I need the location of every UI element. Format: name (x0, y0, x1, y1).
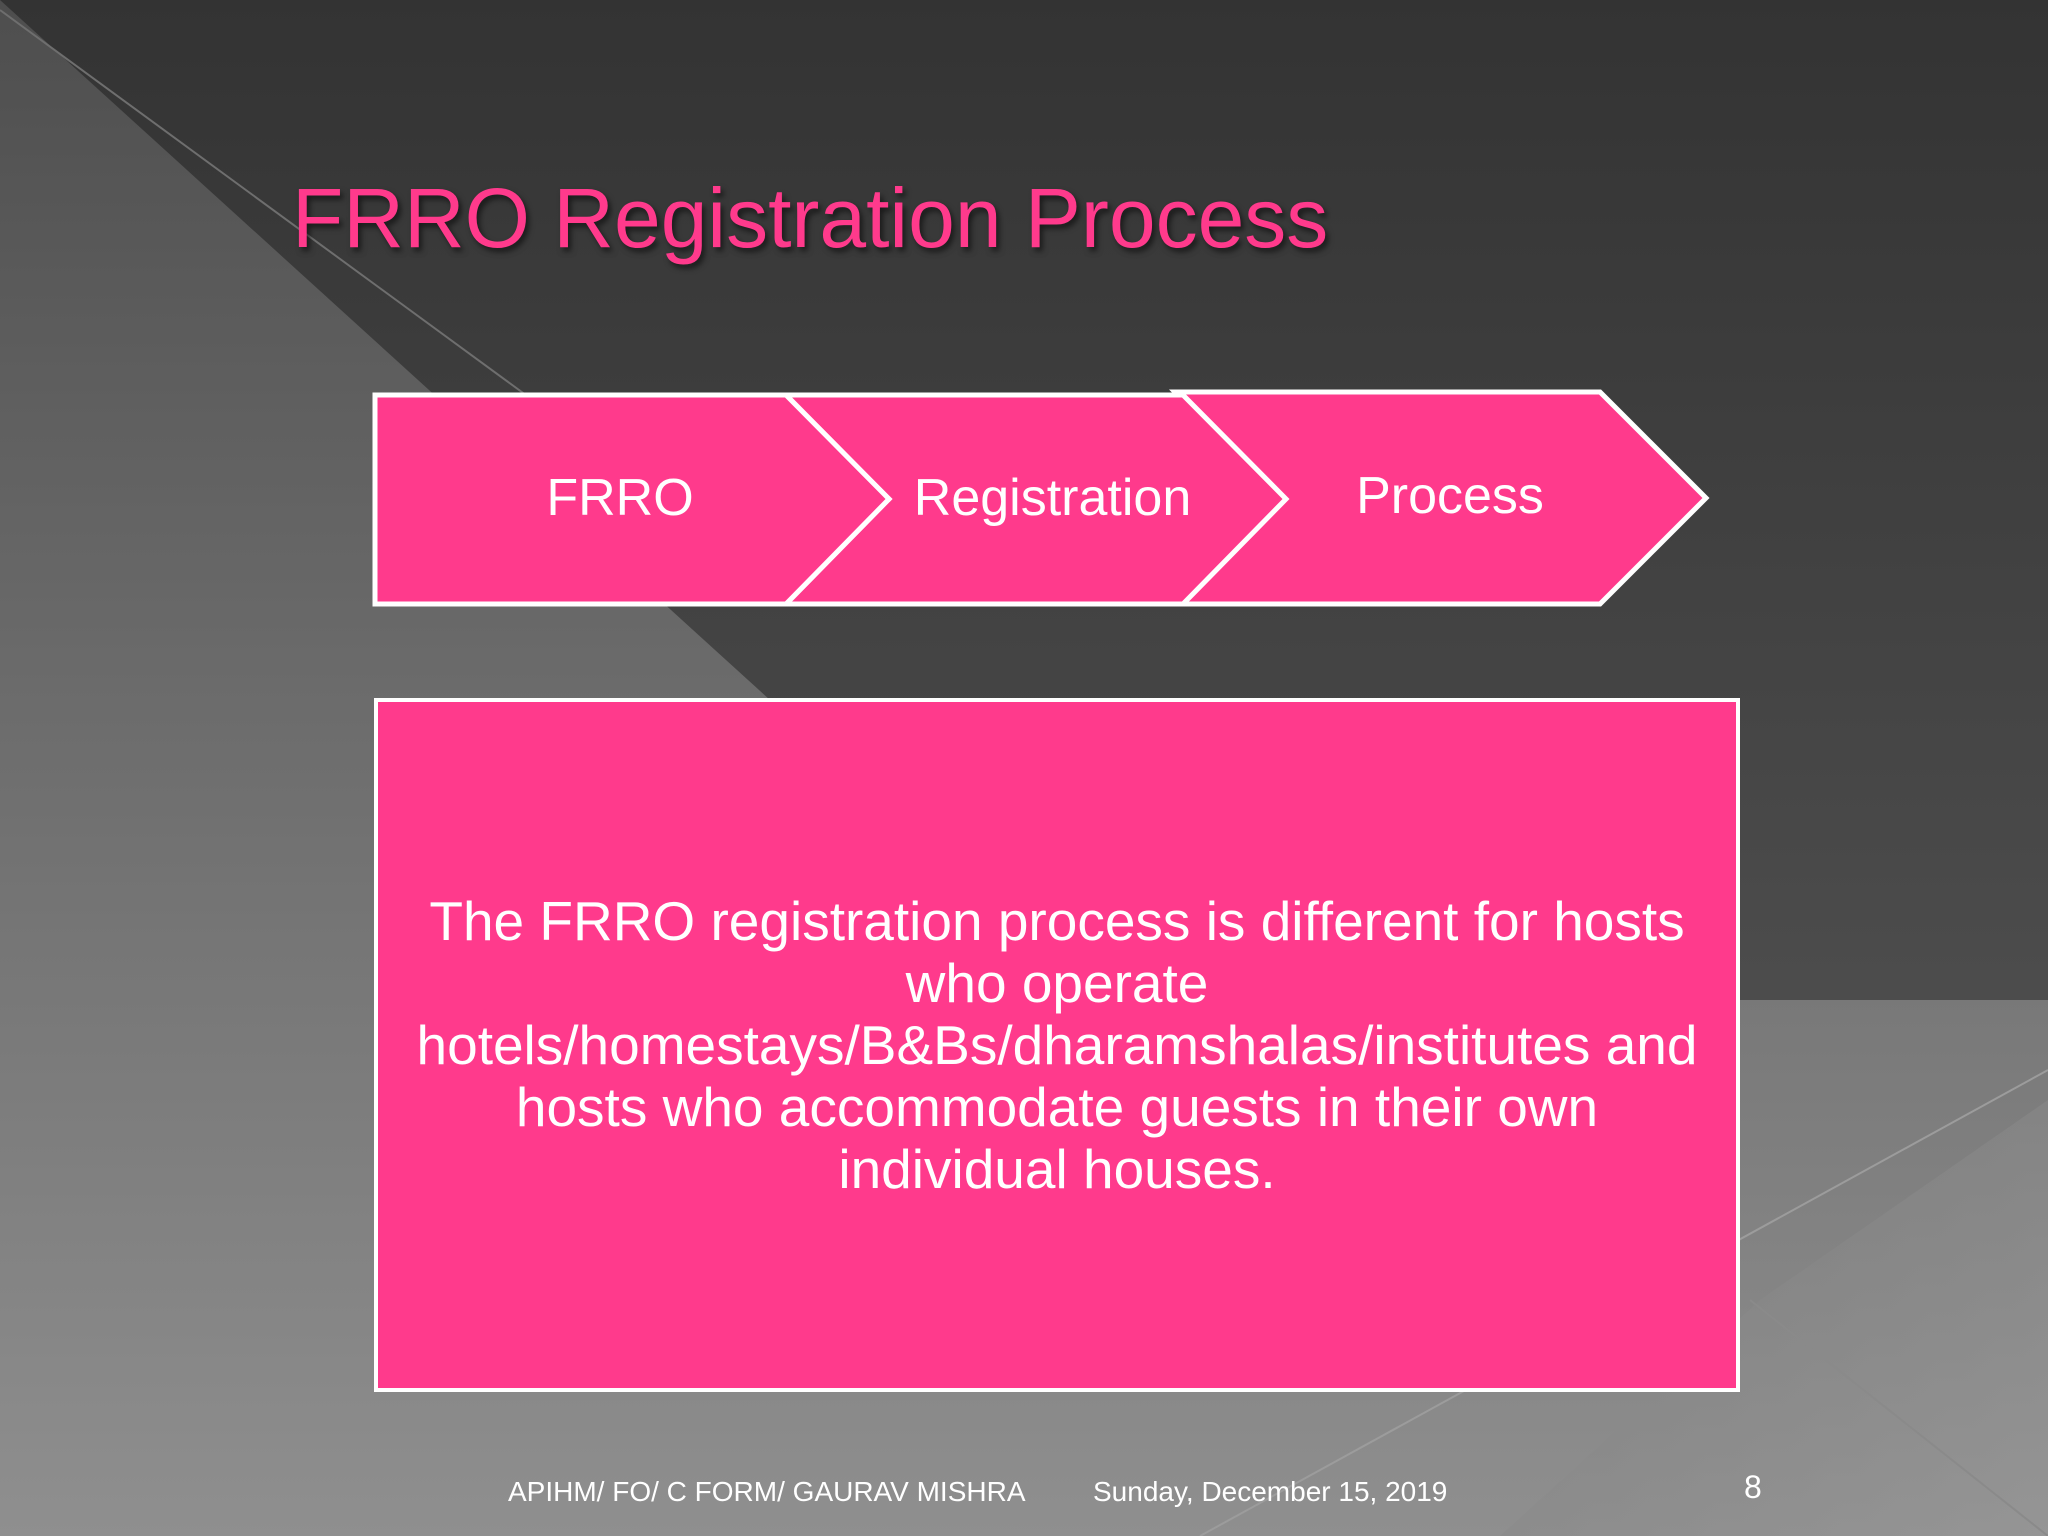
footer-date: Sunday, December 15, 2019 (1093, 1476, 1448, 1507)
chevron-label-process: Process (1356, 467, 1544, 525)
content-box: The FRRO registration process is differe… (374, 698, 1740, 1392)
chevron-shape-frro (372, 392, 893, 607)
slide-title: FRRO Registration Process (292, 171, 1329, 265)
footer-author: APIHM/ FO/ C FORM/ GAURAV MISHRA (508, 1476, 1026, 1507)
chevron-label-registration: Registration (913, 469, 1192, 527)
content-text: The FRRO registration process is differe… (416, 890, 1698, 1200)
chevron-label-frro: FRRO (546, 469, 694, 527)
slide-number: 8 (1744, 1469, 1762, 1505)
